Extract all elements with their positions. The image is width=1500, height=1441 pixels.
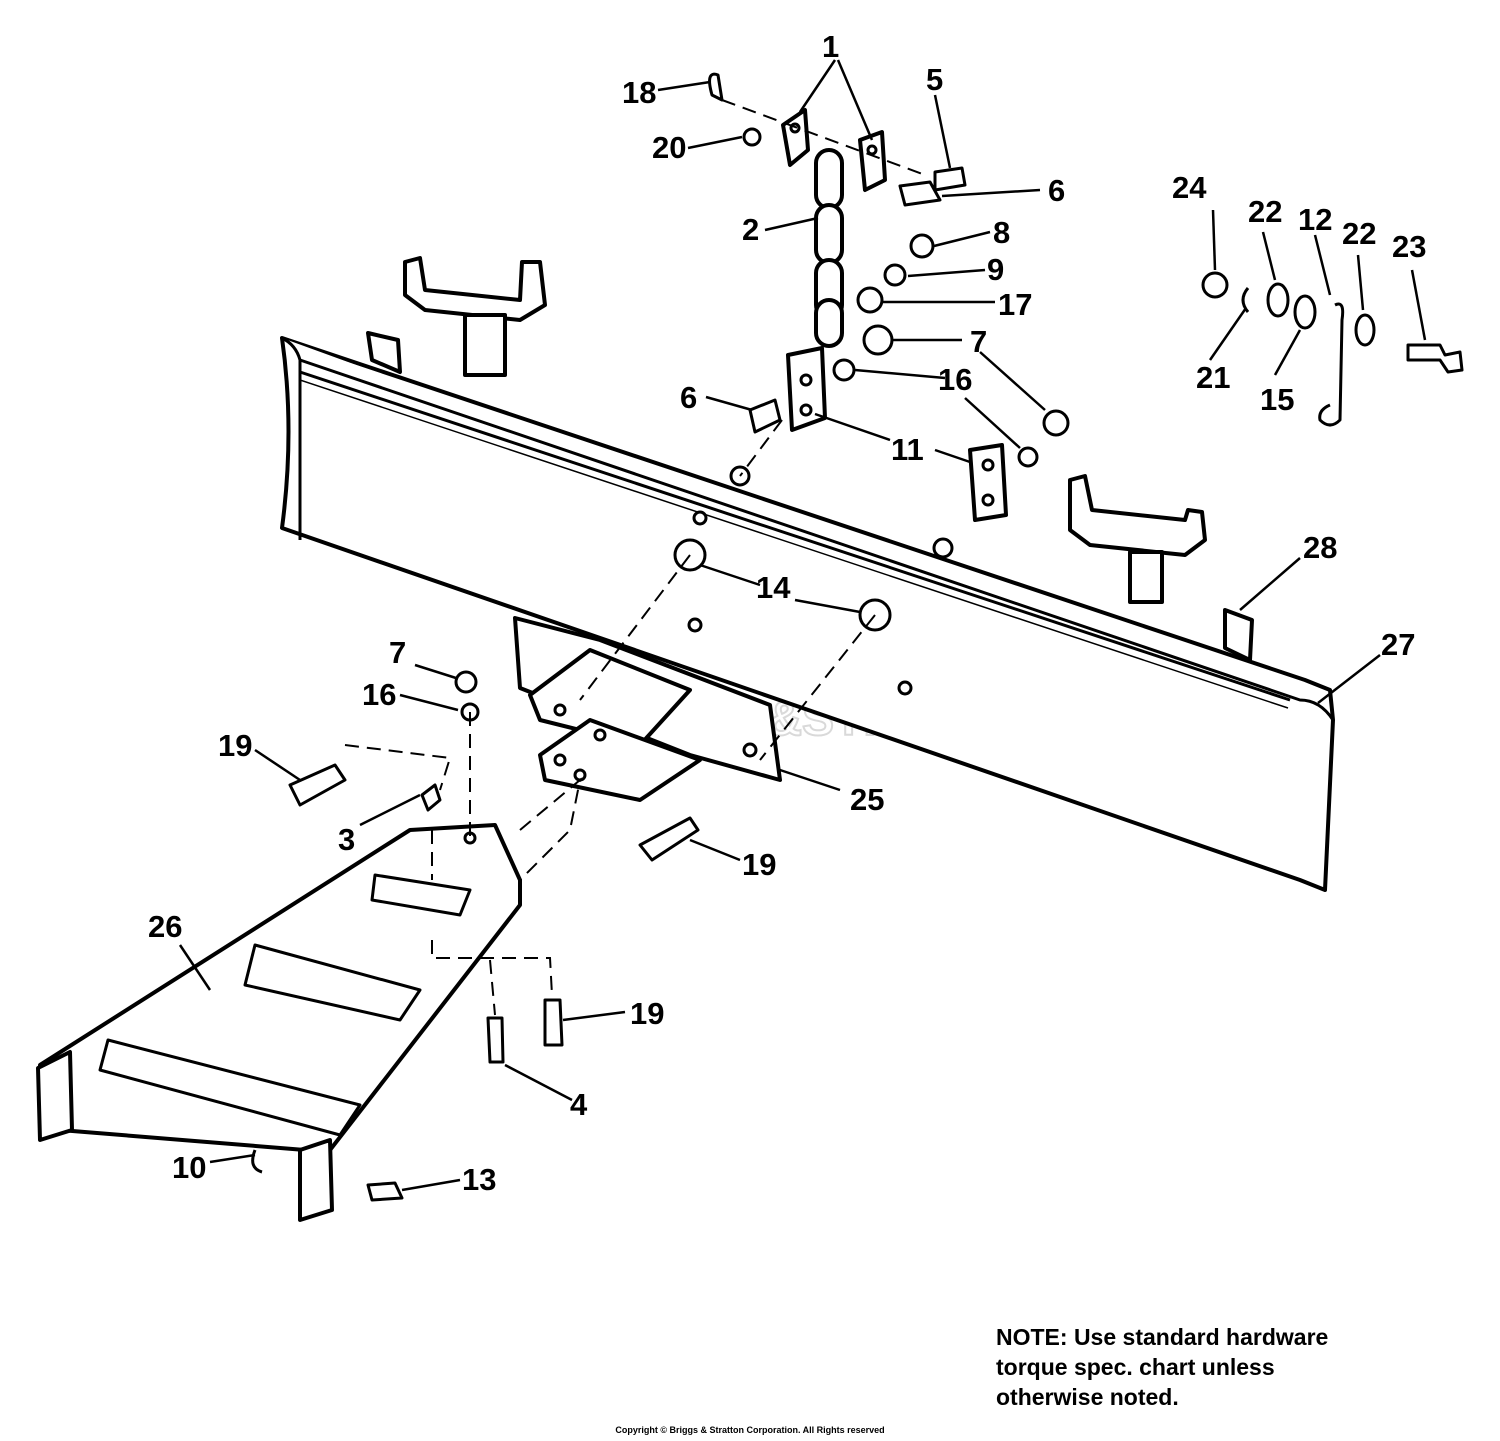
callout-19-lower: 19 xyxy=(630,996,664,1031)
callout-4: 4 xyxy=(570,1087,588,1122)
callout-6-lower: 6 xyxy=(680,380,697,415)
callout-22: 22 xyxy=(1248,194,1282,229)
leader-lines xyxy=(178,59,1427,1192)
hardware-group-lower xyxy=(251,538,892,1202)
callout-20: 20 xyxy=(652,130,686,165)
callout-13: 13 xyxy=(462,1162,496,1197)
callout-23: 23 xyxy=(1392,229,1426,264)
callout-2: 2 xyxy=(742,212,759,247)
callout-25: 25 xyxy=(850,782,884,817)
callout-3: 3 xyxy=(338,822,355,857)
callout-19-middle: 19 xyxy=(742,847,776,882)
callout-7-lower: 7 xyxy=(389,635,406,670)
callout-26: 26 xyxy=(148,909,182,944)
callout-16-lower: 16 xyxy=(362,677,396,712)
callout-6: 6 xyxy=(1048,173,1065,208)
callout-14: 14 xyxy=(756,570,791,605)
callout-7: 7 xyxy=(970,324,987,359)
callout-27: 27 xyxy=(1381,627,1415,662)
hook-assembly xyxy=(1201,271,1464,427)
bracket-part-1 xyxy=(781,108,887,192)
torque-note: NOTE: Use standard hardware torque spec.… xyxy=(996,1322,1416,1412)
callout-11: 11 xyxy=(891,432,924,467)
blade-part-27 xyxy=(280,336,1335,892)
callout-15: 15 xyxy=(1260,382,1294,417)
callout-18: 18 xyxy=(622,75,656,110)
callout-5: 5 xyxy=(926,62,943,97)
callout-8: 8 xyxy=(993,215,1010,250)
callout-labels: 1 18 5 20 6 2 8 9 17 7 16 6 11 24 22 12 … xyxy=(148,29,1426,1197)
skid-shoe-part-28 xyxy=(366,256,1254,662)
callout-16: 16 xyxy=(938,362,972,397)
assembly-lines xyxy=(344,99,926,1016)
callout-24: 24 xyxy=(1172,170,1207,205)
callout-22-second: 22 xyxy=(1342,216,1376,251)
note-line-3: otherwise noted. xyxy=(996,1384,1179,1410)
chain-part-2 xyxy=(814,148,844,348)
bracket-part-11 xyxy=(786,346,1008,522)
callout-9: 9 xyxy=(987,252,1004,287)
callout-21: 21 xyxy=(1196,360,1230,395)
note-line-2: torque spec. chart unless xyxy=(996,1354,1275,1380)
callout-19: 19 xyxy=(218,728,252,763)
callout-12: 12 xyxy=(1298,202,1332,237)
callout-28: 28 xyxy=(1303,530,1337,565)
a-frame-part-26 xyxy=(36,823,522,1222)
note-line-1: NOTE: Use standard hardware xyxy=(996,1324,1329,1350)
callout-17: 17 xyxy=(998,287,1032,322)
hardware-group-top xyxy=(708,72,1070,468)
callout-1: 1 xyxy=(822,29,839,64)
callout-10: 10 xyxy=(172,1150,206,1185)
copyright-text: Copyright © Briggs & Stratton Corporatio… xyxy=(615,1425,885,1435)
